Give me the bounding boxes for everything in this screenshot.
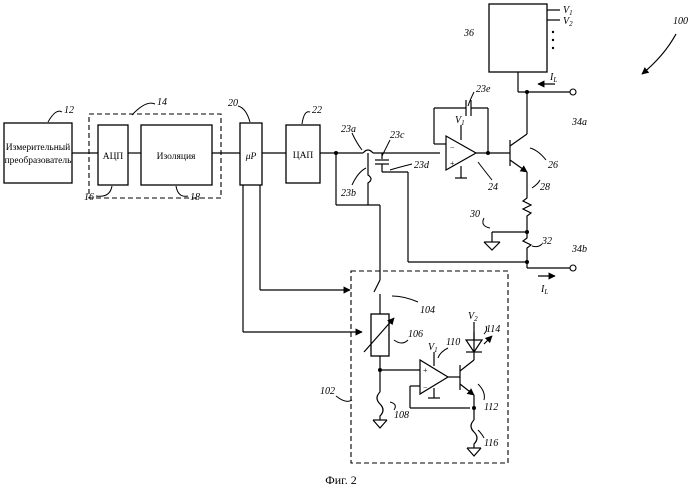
label-24: 24 [488,182,498,193]
sensor-label-line2: преобразователь [5,155,72,166]
label-v2-led: V2 [468,311,478,323]
label-23d: 23d [414,160,430,171]
label-current-bottom: IL [540,284,548,296]
label-23b: 23b [341,188,356,199]
label-28: 28 [540,182,550,193]
microprocessor-block: μP [240,123,262,185]
svg-text:−: − [423,383,428,392]
label-36: 36 [463,28,474,39]
svg-text:+: + [450,159,455,168]
label-114: 114 [486,324,500,335]
label-108: 108 [394,410,409,421]
terminal-34b [570,265,576,271]
reference-labels: 12 14 16 18 20 22 23a 23b 23c 23d 23e 24… [64,16,688,449]
label-18: 18 [190,192,200,203]
label-23a: 23a [341,124,356,135]
dac-block: ЦАП [286,125,320,183]
label-v2-block36: V2 [563,16,573,28]
label-20: 20 [228,98,238,109]
svg-text:−: − [450,143,455,152]
label-current-top: IL [549,72,557,84]
label-26: 26 [548,160,558,171]
label-106: 106 [408,329,423,340]
label-110: 110 [446,337,460,348]
opamp-24: − + [434,100,510,178]
label-112: 112 [484,402,498,413]
label-16: 16 [84,192,94,203]
label-v1-opamp110: V1 [428,342,438,354]
label-34a: 34a [571,117,587,128]
block-36-outputs [547,10,560,49]
figure-caption: Фиг. 2 [325,473,356,487]
adc-block: АЦП [98,125,128,185]
label-32: 32 [541,236,552,247]
adc-label: АЦП [103,152,124,162]
label-30: 30 [469,209,480,220]
terminal-34a [570,89,576,95]
label-104: 104 [420,305,435,316]
dac-label: ЦАП [293,151,314,161]
figure-ref-arrow [642,34,676,74]
control-wires [243,185,380,332]
label-34b: 34b [571,244,587,255]
diagnostic-group-border [351,271,508,463]
label-14: 14 [157,97,167,108]
microprocessor-label: μP [245,152,257,162]
label-116: 116 [484,438,498,449]
label-12: 12 [64,105,74,116]
svg-text:+: + [423,366,428,375]
transistor-26 [510,72,576,192]
label-v1-opamp24: V1 [455,115,465,127]
isolation-label: Изоляция [157,152,196,162]
resistor-chain [484,192,576,276]
label-100: 100 [673,16,688,27]
label-23e: 23e [476,84,491,95]
sensor-label-line1: Измерительный [6,142,71,153]
label-22: 22 [312,105,322,116]
isolation-block: Изоляция [141,125,212,185]
label-23c: 23c [390,130,405,141]
label-102: 102 [320,386,335,397]
filter-network [334,151,527,262]
block-36 [489,4,547,72]
sensor-block: Измерительный преобразователь [4,123,72,183]
